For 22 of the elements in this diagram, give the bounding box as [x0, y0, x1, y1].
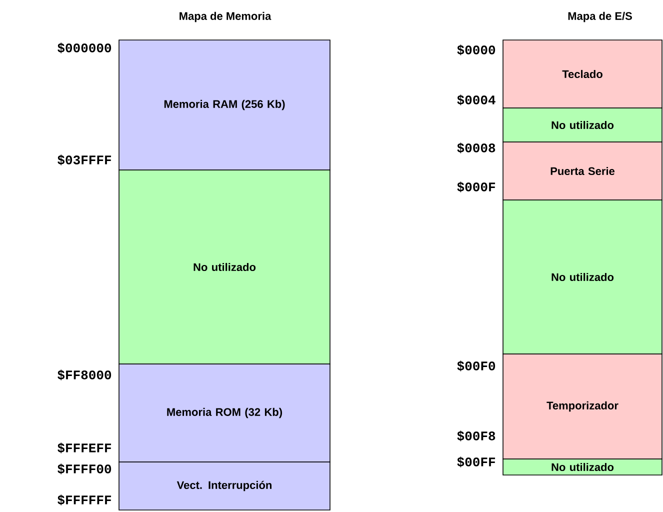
address-label: $FFFF00 — [58, 464, 112, 474]
column-heading: Mapa de E/S — [568, 12, 632, 22]
address-label: $03FFFF — [58, 154, 112, 166]
address-label: $FF8000 — [58, 370, 112, 380]
memory-block: No utilizado — [502, 200, 662, 354]
address-label: $FFFFFF — [58, 494, 112, 506]
memory-block: No utilizado — [118, 170, 330, 364]
memory-block: No utilizado — [502, 108, 662, 142]
address-label: $000F — [457, 182, 496, 192]
address-label: $FFFEFF — [58, 442, 112, 454]
column-heading: Mapa de Memoria — [180, 12, 272, 22]
memory-block: No utilizado — [502, 458, 662, 476]
memory-block: Puerta Serie — [502, 142, 662, 200]
address-label: $00FF — [457, 456, 496, 468]
memory-block: Teclado — [502, 40, 662, 108]
address-label: $00F0 — [457, 360, 496, 372]
address-label: $0008 — [457, 142, 496, 154]
memory-block: Vect. Interrupción — [118, 462, 330, 510]
memory-block: Memoria RAM (256 Kb) — [118, 40, 330, 170]
address-label: $00F8 — [457, 430, 496, 442]
memory-block: Temporizador — [502, 354, 662, 460]
address-label: $0004 — [457, 94, 496, 106]
